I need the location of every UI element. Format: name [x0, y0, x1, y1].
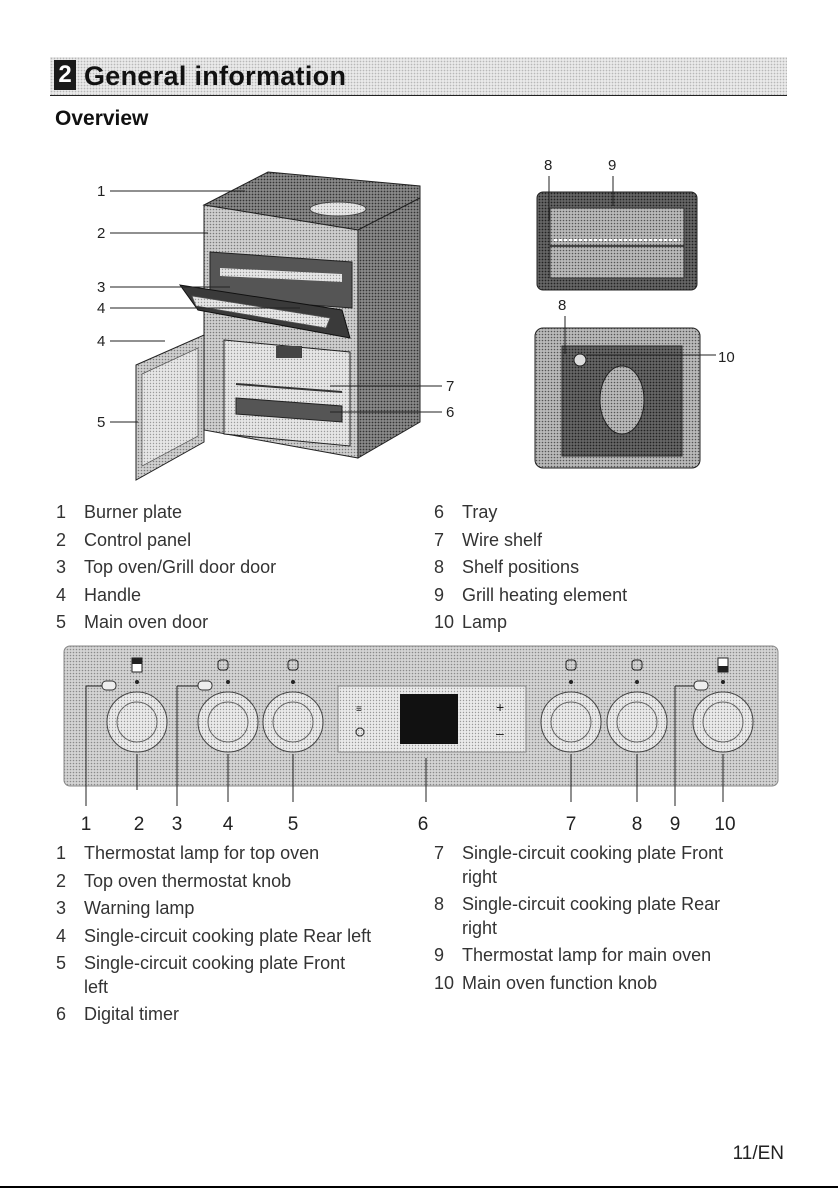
cooker-callout: 4 [97, 333, 105, 350]
timer-plus-label: + [496, 699, 504, 715]
cooker-callout: 6 [446, 404, 454, 421]
cooker-callout: 4 [97, 300, 105, 317]
cooker-callout: 3 [97, 279, 105, 296]
interior-callout: 8 [544, 157, 552, 174]
interior-callout: 9 [608, 157, 616, 174]
bottom-rule [0, 1186, 838, 1188]
cooker-callout: 2 [97, 225, 105, 242]
panel-callout: 1 [81, 814, 92, 835]
panel-callout: 9 [670, 814, 681, 835]
cooker-illustration: 1 2 3 4 4 5 7 6 [97, 171, 454, 481]
panel-callout: 4 [223, 814, 234, 835]
oven-interior-illustrations: 8 9 8 10 [534, 157, 735, 469]
cooker-callout: 1 [97, 183, 105, 200]
panel-callout: 7 [566, 814, 577, 835]
section-title: General information [84, 61, 347, 91]
timer-minus-label: – [496, 725, 504, 741]
panel-callout: 6 [418, 814, 429, 835]
panel-callout: 10 [714, 814, 735, 835]
page-number: 11/EN [732, 1143, 784, 1164]
section-number: 2 [54, 60, 76, 90]
section-header-band [50, 57, 787, 96]
overview-heading: Overview [55, 107, 149, 130]
interior-callout: 8 [558, 297, 566, 314]
cooker-callout: 5 [97, 414, 105, 431]
control-panel-illustration: ≡ + – 1 2 3 4 5 6 7 8 9 10 [63, 645, 779, 835]
interior-callout: 10 [718, 349, 735, 366]
svg-text:≡: ≡ [356, 704, 362, 715]
cooker-callout: 7 [446, 378, 454, 395]
panel-callout: 8 [632, 814, 643, 835]
panel-callout: 3 [172, 814, 183, 835]
panel-callout: 5 [288, 814, 299, 835]
panel-callout: 2 [134, 814, 145, 835]
